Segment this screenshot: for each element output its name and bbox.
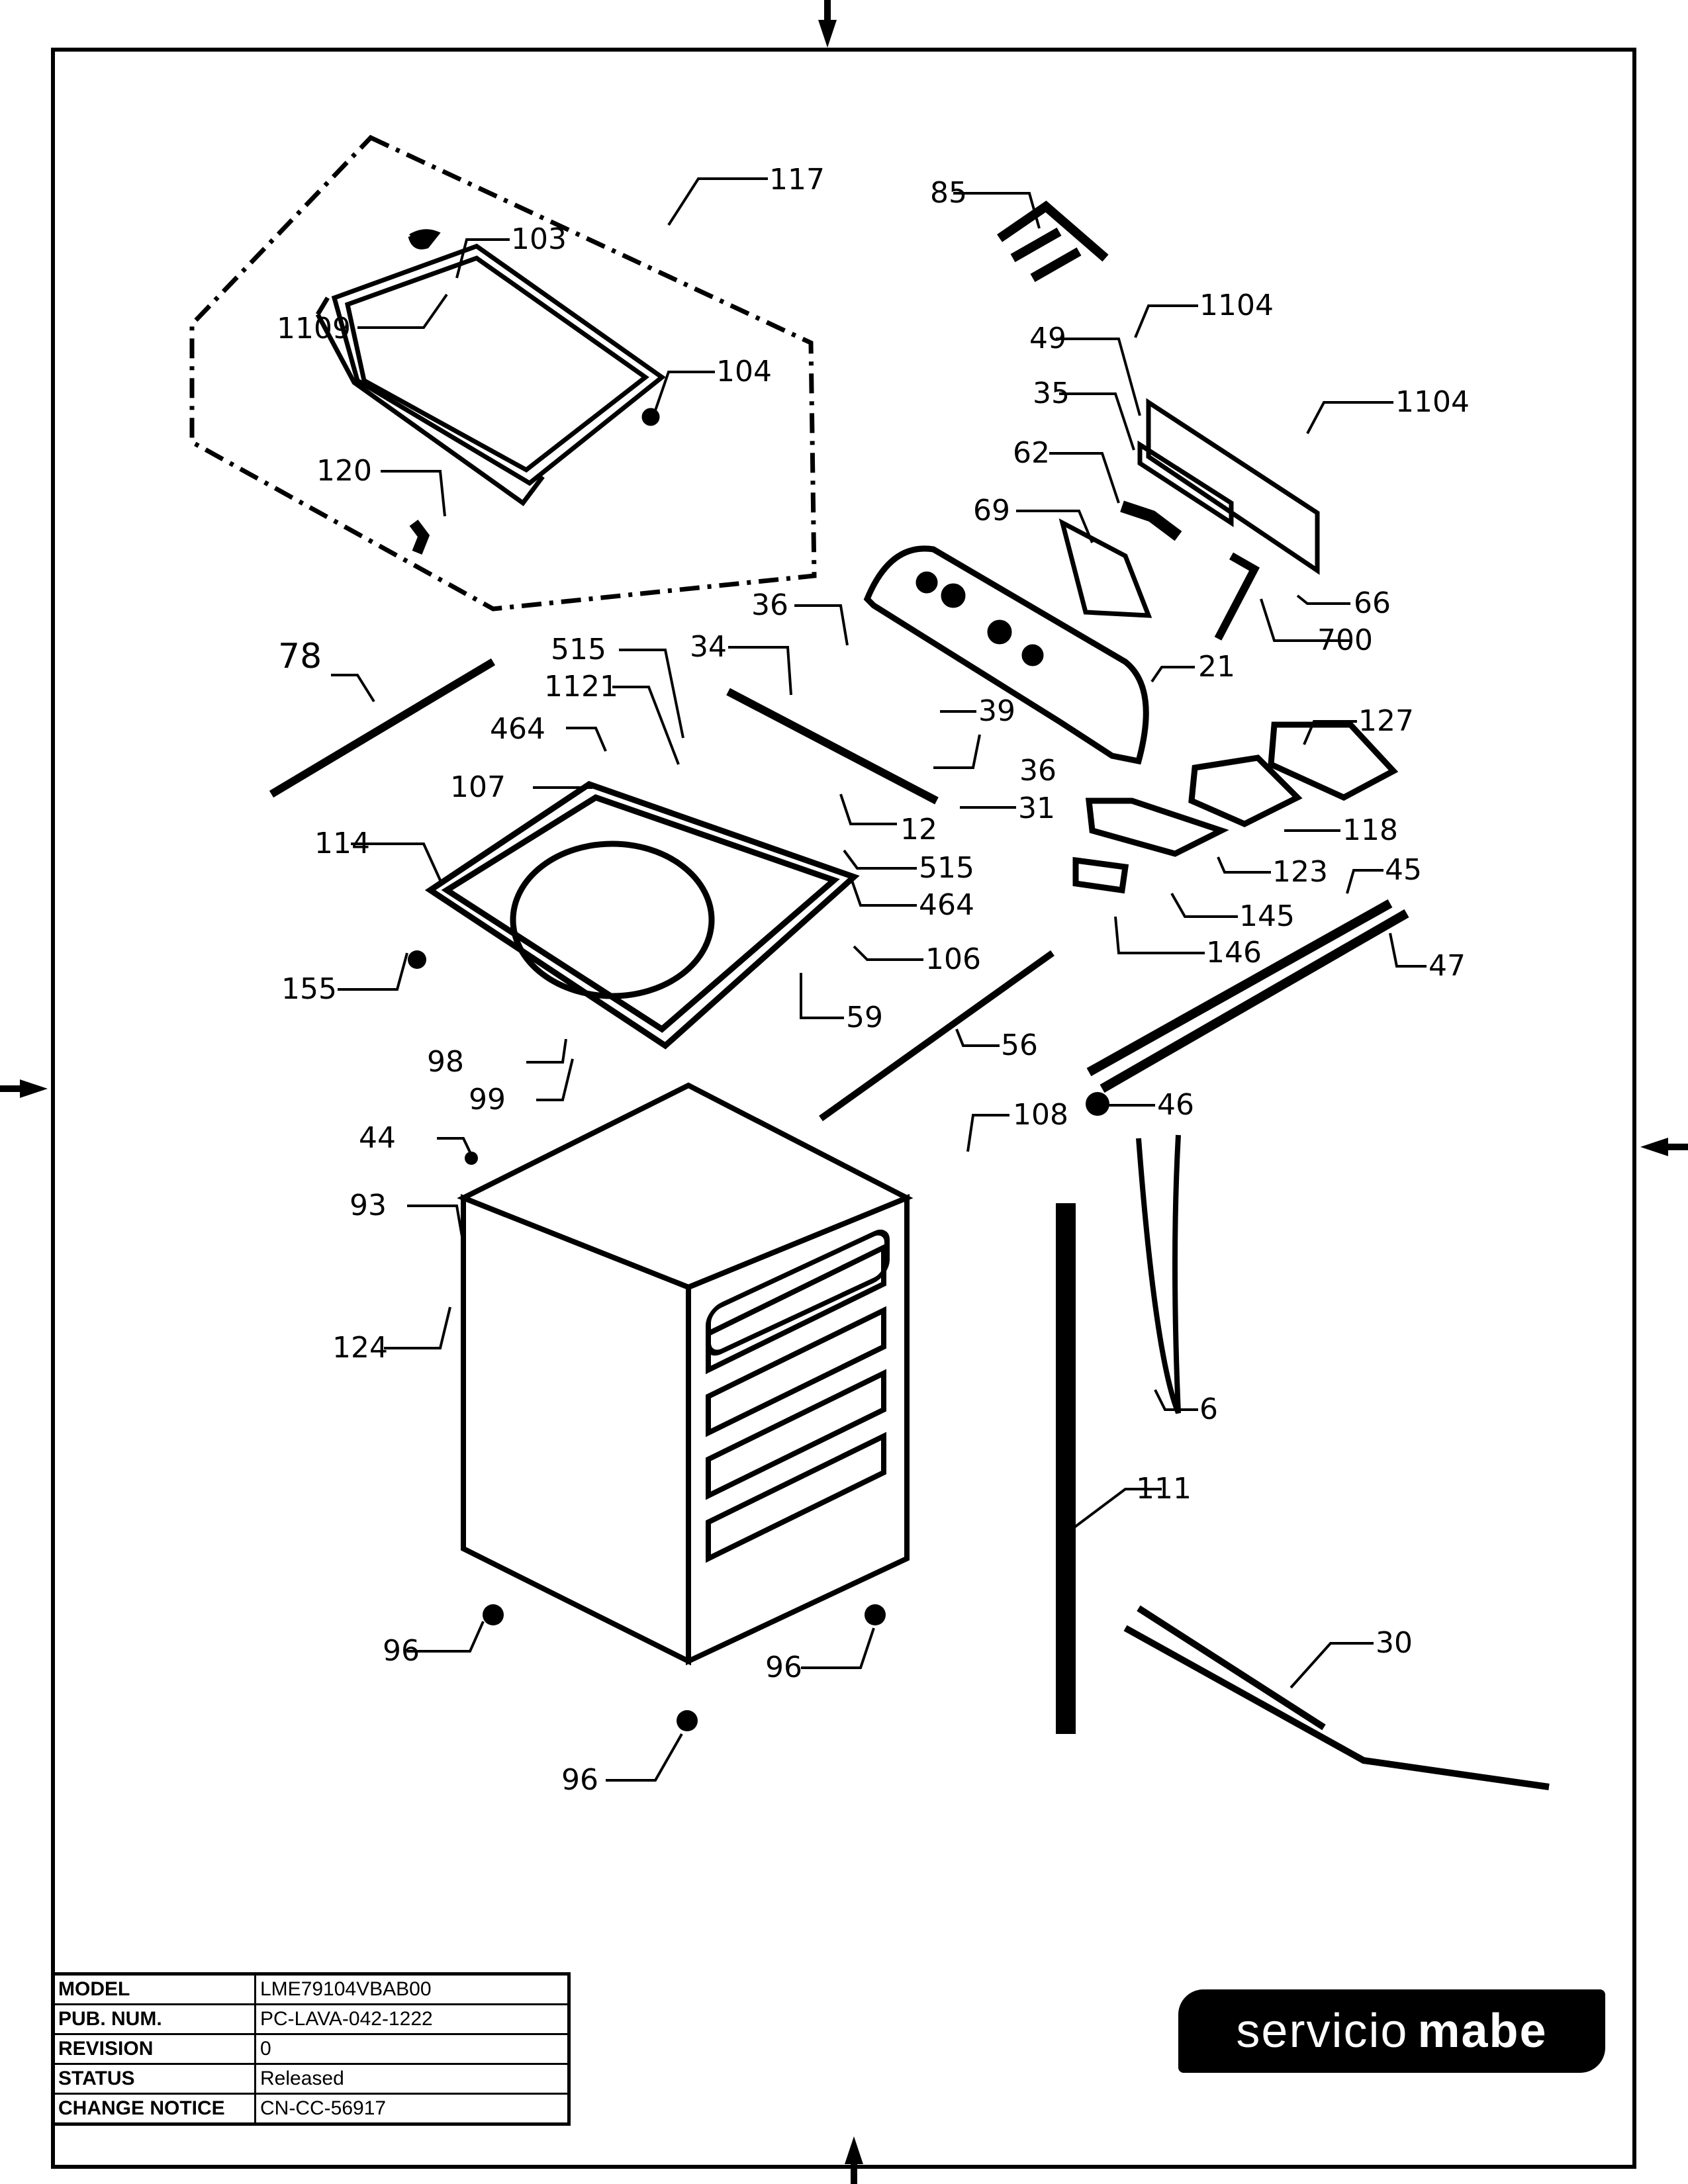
title-key: PUB. NUM. xyxy=(52,2003,256,2035)
callout-104: 104 xyxy=(716,355,772,388)
callout-108: 108 xyxy=(1013,1098,1068,1132)
callout-515-bottom: 515 xyxy=(919,851,974,885)
callout-96-left: 96 xyxy=(383,1634,420,1668)
feet xyxy=(408,950,1109,1731)
logo-text-light: servicio xyxy=(1236,2005,1409,2058)
callout-78: 78 xyxy=(278,637,322,676)
callout-45: 45 xyxy=(1385,853,1422,887)
status-value: Released xyxy=(254,2063,570,2095)
callout-66: 66 xyxy=(1354,586,1391,620)
callout-107: 107 xyxy=(450,770,506,804)
callout-99: 99 xyxy=(469,1083,506,1116)
callout-21: 21 xyxy=(1198,650,1235,684)
callout-39: 39 xyxy=(978,694,1015,728)
title-key: MODEL xyxy=(52,1973,256,2005)
top-cover xyxy=(424,781,860,1050)
dispenser-parts xyxy=(1072,721,1399,894)
rods-hoses xyxy=(269,658,1550,1790)
knob-bracket xyxy=(997,201,1109,283)
callout-36-bottom: 36 xyxy=(1019,754,1056,788)
lid xyxy=(315,229,666,555)
callout-47: 47 xyxy=(1429,949,1466,983)
callout-62: 62 xyxy=(1013,436,1050,470)
callout-35: 35 xyxy=(1033,377,1070,410)
callout-1104-right: 1104 xyxy=(1395,385,1470,419)
title-key: REVISION xyxy=(52,2033,256,2065)
callout-700: 700 xyxy=(1317,623,1373,657)
callout-124: 124 xyxy=(332,1331,388,1365)
lid-assembly-boundary xyxy=(189,134,817,612)
callout-103: 103 xyxy=(511,222,567,256)
title-key: STATUS xyxy=(52,2063,256,2095)
callout-111: 111 xyxy=(1136,1472,1192,1506)
console xyxy=(863,500,1260,765)
callout-515-top: 515 xyxy=(551,633,606,666)
callout-59: 59 xyxy=(846,1001,883,1034)
leader-lines xyxy=(331,177,1427,1782)
cabinet xyxy=(457,1082,914,1666)
callout-117: 117 xyxy=(769,163,825,197)
callout-118: 118 xyxy=(1342,813,1398,847)
model-value: LME79104VBAB00 xyxy=(254,1973,570,2005)
revision-value: 0 xyxy=(254,2033,570,2065)
callout-46: 46 xyxy=(1157,1088,1194,1122)
callout-6: 6 xyxy=(1199,1392,1218,1426)
cabinet-side-panels xyxy=(706,1243,886,1563)
callout-114: 114 xyxy=(314,827,370,860)
callout-93: 93 xyxy=(350,1189,387,1222)
title-row-pub-num: PUB. NUM.PC-LAVA-042-1222 xyxy=(52,2003,570,2035)
callout-36-top: 36 xyxy=(751,588,788,622)
change-notice-value: CN-CC-56917 xyxy=(254,2093,570,2125)
callout-69: 69 xyxy=(973,494,1010,527)
callout-1109: 1109 xyxy=(277,312,351,345)
callout-155: 155 xyxy=(281,972,337,1006)
callout-1104-top: 1104 xyxy=(1199,289,1274,322)
drawing-frame xyxy=(51,48,1636,2169)
logo-text-bold: mabe xyxy=(1417,2005,1548,2058)
callout-30: 30 xyxy=(1376,1626,1413,1660)
callout-145: 145 xyxy=(1239,899,1295,933)
callout-56: 56 xyxy=(1001,1028,1038,1062)
callout-106: 106 xyxy=(925,942,981,976)
callout-85: 85 xyxy=(930,176,967,210)
callout-49: 49 xyxy=(1029,322,1066,355)
callout-146: 146 xyxy=(1206,936,1262,970)
callout-464-bottom: 464 xyxy=(919,888,974,922)
callout-34: 34 xyxy=(690,630,727,664)
callout-44: 44 xyxy=(359,1121,396,1155)
pub-num-value: PC-LAVA-042-1222 xyxy=(254,2003,570,2035)
callout-12: 12 xyxy=(900,813,937,846)
callout-96-right: 96 xyxy=(765,1651,802,1684)
control-panel-faceplate xyxy=(1137,398,1320,575)
callout-96-bottom: 96 xyxy=(561,1763,598,1797)
callout-127: 127 xyxy=(1358,704,1414,738)
callout-1121: 1121 xyxy=(544,670,618,704)
callout-120: 120 xyxy=(316,454,372,488)
callout-31: 31 xyxy=(1018,792,1055,825)
title-key: CHANGE NOTICE xyxy=(52,2093,256,2125)
callout-123: 123 xyxy=(1272,855,1328,889)
callout-464-top: 464 xyxy=(490,712,545,746)
callout-98: 98 xyxy=(427,1045,464,1079)
